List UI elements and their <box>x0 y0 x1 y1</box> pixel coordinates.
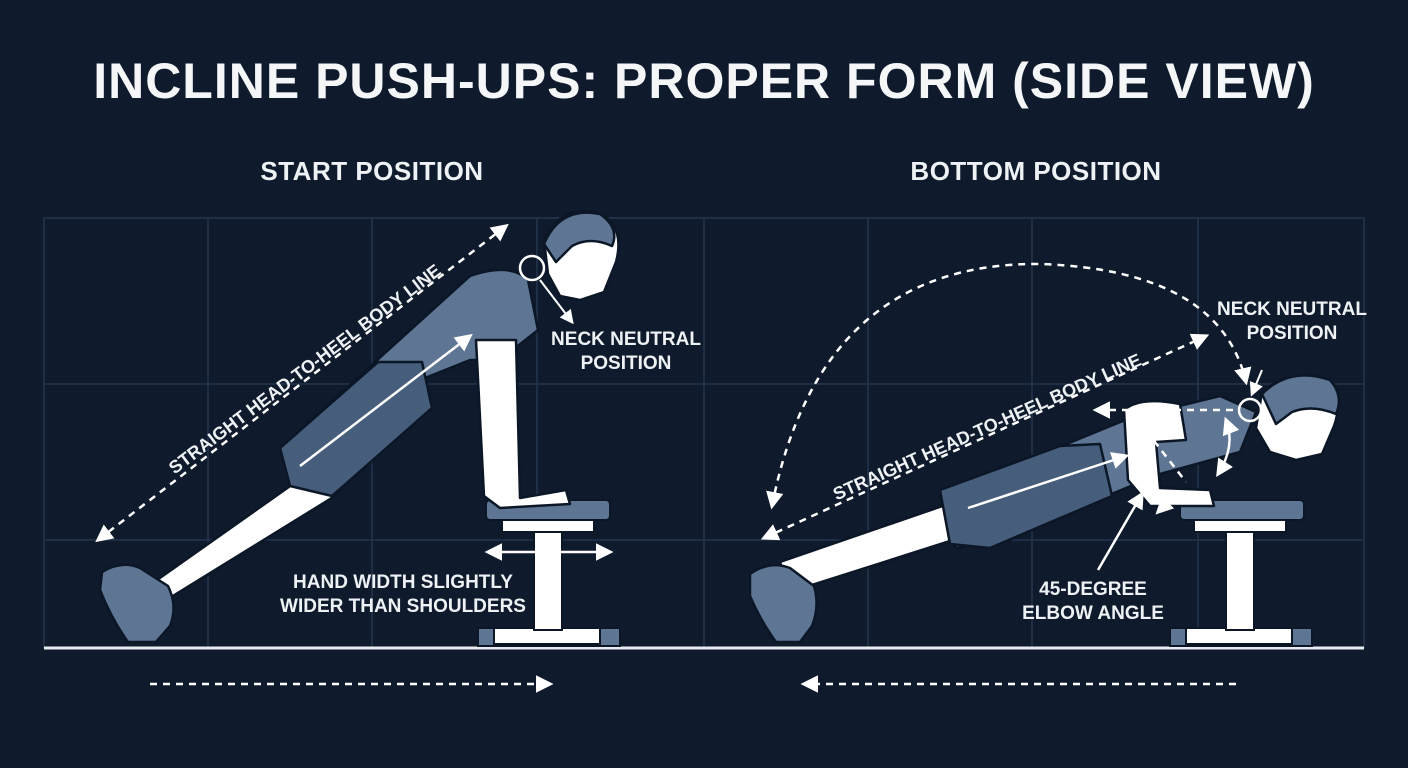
bottom-neck-label: NECK NEUTRAL POSITION <box>1206 298 1378 346</box>
bottom-elbow-angle-label: 45-DEGREE ELBOW ANGLE <box>1010 578 1176 626</box>
start-neck-label: NECK NEUTRAL POSITION <box>540 328 712 376</box>
bottom-elbow-label-line-2: ELBOW ANGLE <box>1022 603 1164 624</box>
start-annotations <box>95 223 614 693</box>
bottom-bench <box>1169 499 1313 647</box>
start-body-line-arrow <box>95 223 509 543</box>
start-neck-marker <box>518 254 546 282</box>
start-hand-width-label-line-2: WIDER THAN SHOULDERS <box>280 596 526 617</box>
bottom-arc-arrow <box>766 262 1252 510</box>
bottom-neck-label-line-1: NECK NEUTRAL <box>1217 299 1367 320</box>
start-neck-label-line-2: POSITION <box>580 353 672 374</box>
bottom-inner-body-arrow <box>967 452 1130 510</box>
bottom-neck-label-line-2: POSITION <box>1246 323 1338 344</box>
bottom-annotations <box>760 262 1263 693</box>
start-neck-label-line-1: NECK NEUTRAL <box>551 329 701 350</box>
start-hand-width-label: HAND WIDTH SLIGHTLY WIDER THAN SHOULDERS <box>280 571 526 619</box>
start-position-heading: START POSITION <box>260 156 484 186</box>
start-shoe-icon <box>98 563 175 644</box>
start-hand-width-label-line-1: HAND WIDTH SLIGHTLY <box>293 572 513 593</box>
bottom-body-line-arrow <box>760 333 1210 541</box>
page-title: INCLINE PUSH-UPS: PROPER FORM (SIDE VIEW… <box>93 53 1315 109</box>
bottom-elbow-angle-arc <box>1216 416 1240 477</box>
bottom-shoe-icon <box>748 563 818 644</box>
bottom-elbow-label-line-1: 45-DEGREE <box>1039 579 1147 600</box>
start-inner-body-arrow <box>299 333 473 467</box>
bottom-position-heading: BOTTOM POSITION <box>910 156 1162 186</box>
start-bench <box>477 499 621 647</box>
